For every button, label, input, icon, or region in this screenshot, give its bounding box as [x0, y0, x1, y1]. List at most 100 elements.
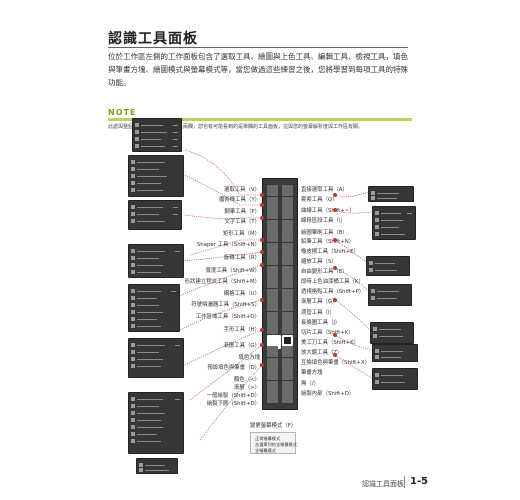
- leader-dot: [260, 343, 264, 347]
- tool-label-right: 無（/）: [301, 381, 319, 387]
- tool-label-left: 預設填色與筆畫（D）: [207, 365, 260, 371]
- tool-label-left: 工作區域工具（Shift+O）: [195, 314, 260, 320]
- note-label: NOTE: [108, 108, 137, 117]
- curvature-tools-popout: [372, 206, 416, 240]
- tool-label-left: 手形工具（H）: [223, 327, 260, 333]
- title-rule: [108, 47, 408, 48]
- page-title: 認識工具面板: [108, 31, 198, 47]
- tool-button-icon[interactable]: [282, 392, 293, 403]
- leader-dot: [260, 328, 264, 332]
- tool-button-icon[interactable]: [282, 334, 293, 346]
- tool-label-right: 直接選取工具（A）: [301, 187, 348, 193]
- tool-label-left: 矩形工具（M）: [223, 231, 260, 237]
- screen-mode-menu: 正常螢幕模式 含選單列的全螢幕模式 全螢幕模式: [250, 432, 297, 454]
- tool-button-icon[interactable]: [282, 300, 293, 311]
- tool-label-right: 美工刀工具（Shift+K）: [301, 340, 360, 346]
- tool-label-left: 漸層（>）: [233, 385, 260, 391]
- tool-label-right: 繪圖筆刷工具（B）: [301, 230, 348, 236]
- tool-label-left: 選取工具（V）: [223, 187, 260, 193]
- tool-button-icon[interactable]: [267, 219, 278, 231]
- leader-dot: [333, 298, 337, 302]
- type-tools-popout: [128, 200, 182, 230]
- brush-tools-popout: [366, 256, 410, 276]
- leader-dot: [260, 193, 264, 197]
- tool-label-left: 魔術棒工具（Y）: [218, 197, 260, 203]
- tool-button-icon[interactable]: [267, 265, 278, 277]
- tool-button-icon[interactable]: [267, 196, 278, 208]
- tool-button-icon[interactable]: [282, 346, 293, 357]
- tool-button-icon[interactable]: [267, 254, 278, 265]
- tool-label-left: 文字工具（T）: [224, 219, 260, 225]
- tool-button-icon[interactable]: [282, 380, 293, 392]
- leader-dot: [333, 208, 337, 212]
- screen-mode-item[interactable]: 含選單列的全螢幕模式: [255, 442, 297, 447]
- leader-dot: [260, 250, 264, 254]
- tool-button-icon[interactable]: [282, 311, 293, 323]
- tool-button-icon[interactable]: [267, 242, 278, 254]
- tool-button-icon[interactable]: [282, 196, 293, 208]
- tool-button-icon[interactable]: [267, 231, 278, 242]
- zoom-tools-popout: [372, 368, 418, 390]
- leader-dot: [260, 363, 264, 367]
- tool-label-right: 漸層工具（G）: [301, 299, 338, 305]
- tool-button-icon[interactable]: [282, 254, 293, 265]
- tool-button-icon[interactable]: [282, 357, 293, 369]
- tool-button-icon[interactable]: [267, 311, 278, 323]
- shape-tools-popout: [128, 244, 184, 278]
- leader-dot: [333, 238, 337, 242]
- tool-button-icon[interactable]: [267, 323, 278, 334]
- tool-button-icon[interactable]: [282, 277, 293, 288]
- intro-paragraph: 位於工作區左側的工作面板包含了選取工具、繪圖與上色工具、編輯工具、檢視工具，填色…: [108, 52, 408, 87]
- tool-button-icon[interactable]: [282, 242, 293, 254]
- tool-button-icon[interactable]: [267, 357, 278, 369]
- tool-button-icon[interactable]: [282, 323, 293, 334]
- tool-button-icon[interactable]: [267, 277, 278, 288]
- tool-label-right: 鉛筆工具（Shift+N）: [301, 239, 355, 245]
- tool-label-right: 切片工具（Shift+K）: [301, 330, 354, 336]
- tool-label-right: 自由變形工具（E）: [301, 269, 348, 275]
- tool-label-left: 形狀建立程式工具（Shift+M）: [184, 279, 260, 285]
- symbol-tools-popout: [128, 338, 184, 378]
- selection-tools-popout: [132, 118, 182, 152]
- tool-label-left: Shaper 工具（Shift+N）: [196, 242, 260, 248]
- tool-label-right: 透視格點工具（Shift+P）: [301, 289, 365, 295]
- tool-button-icon[interactable]: [282, 265, 293, 277]
- slice-tools-popout: [136, 458, 178, 474]
- tool-button-icon[interactable]: [267, 392, 278, 403]
- tool-button-icon[interactable]: [267, 334, 281, 349]
- tool-button-icon[interactable]: [267, 185, 278, 196]
- leader-dot: [333, 193, 337, 197]
- tool-label-right: 滴管工具（I）: [301, 310, 335, 316]
- leader-dot: [260, 298, 264, 302]
- tool-button-icon[interactable]: [267, 208, 278, 219]
- tool-button-icon[interactable]: [282, 185, 293, 196]
- tool-button-icon[interactable]: [282, 219, 293, 231]
- tool-button-icon[interactable]: [282, 288, 293, 300]
- tool-label-right: 橡皮擦工具（Shift+E）: [301, 249, 359, 255]
- screen-mode-item[interactable]: 正常螢幕模式: [255, 436, 281, 441]
- eyedropper-tools-popout: [372, 344, 418, 362]
- screen-mode-item[interactable]: 全螢幕模式: [255, 448, 276, 453]
- tool-button-icon[interactable]: [282, 208, 293, 219]
- tool-button-icon[interactable]: [267, 300, 278, 311]
- footer-section-title: 認識工具面板: [362, 480, 404, 488]
- tool-label-right: 縮放工具（S）: [301, 259, 337, 265]
- note-text: 此處與整個練習裡的工具都系都是兩欄，您也有可能看到的是單欄的工具面板，這與您的螢…: [108, 124, 364, 130]
- tool-button-icon[interactable]: [282, 369, 293, 380]
- tool-label-left: 網格工具（U）: [223, 291, 260, 297]
- tool-button-icon[interactable]: [267, 380, 278, 392]
- note-rule: [108, 118, 412, 121]
- footer-divider: [404, 476, 405, 488]
- tool-label-left: 填色方塊: [238, 355, 260, 361]
- leader-dot: [333, 266, 337, 270]
- tool-button-icon[interactable]: [267, 369, 278, 380]
- tool-button-icon[interactable]: [282, 231, 293, 242]
- pen-tools-popout: [128, 155, 184, 197]
- direct-selection-popout: [368, 186, 414, 202]
- tool-button-icon[interactable]: [267, 288, 278, 300]
- tools-panel: [262, 178, 298, 410]
- tool-button-icon[interactable]: [267, 346, 278, 357]
- tool-label-right: 線段區段工具（\）: [301, 218, 346, 224]
- tool-label-right: 互換填色與筆畫（Shift+X）: [301, 360, 370, 366]
